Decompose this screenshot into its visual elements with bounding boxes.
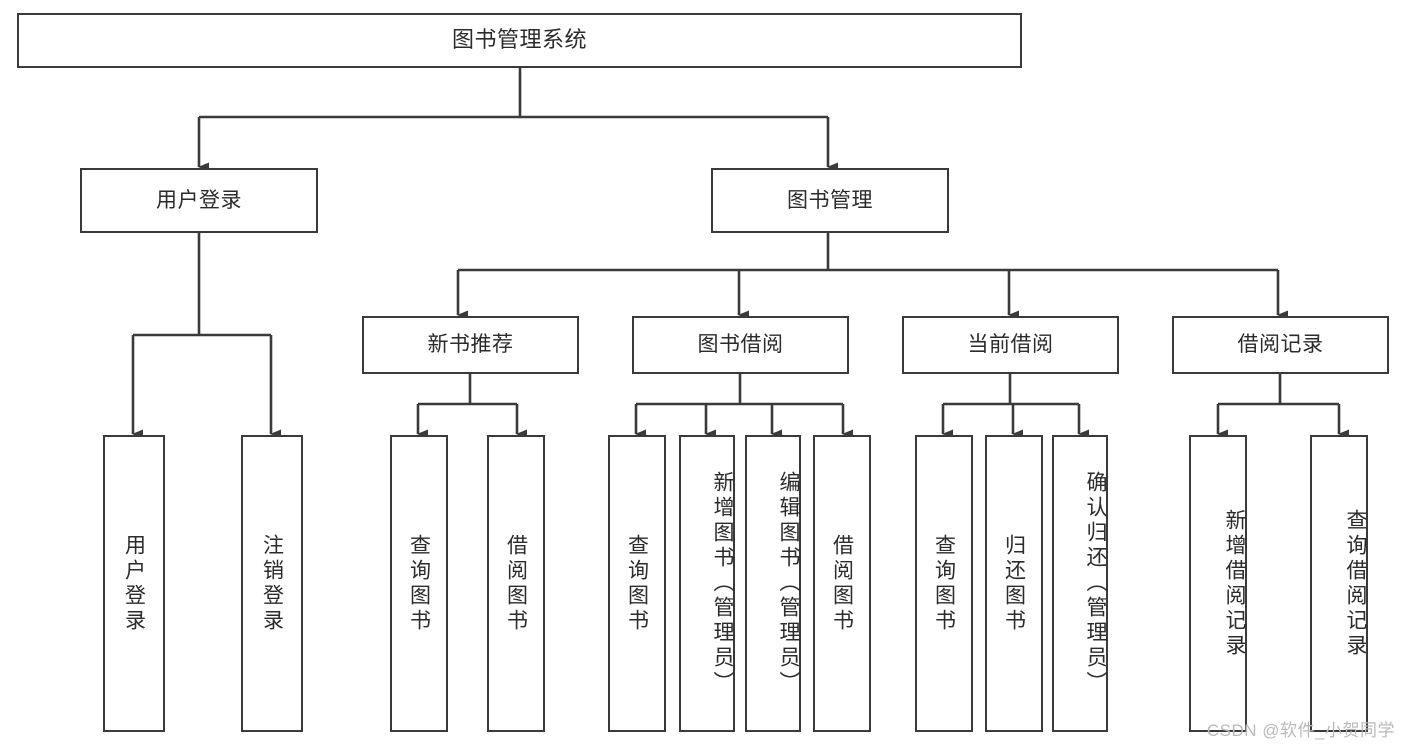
- node-leaf-确认归还管理员-10[interactable]: 确认归还（管理员）: [1052, 435, 1108, 732]
- node-level2-用户登录-0[interactable]: 用户登录: [80, 168, 318, 233]
- node-leaf-查询借阅记录-12[interactable]: 查询借阅记录: [1310, 435, 1368, 732]
- node-label: 归还图书: [1002, 533, 1026, 634]
- node-label: 查询借阅记录: [1344, 508, 1367, 659]
- node-label: 图书借阅: [697, 333, 784, 357]
- node-label: 编辑图书（管理员）: [777, 471, 800, 696]
- node-label: 图书管理: [787, 188, 873, 212]
- node-level3-新书推荐-0[interactable]: 新书推荐: [362, 316, 579, 374]
- node-label: 用户登录: [156, 188, 242, 212]
- node-label: 借阅记录: [1237, 333, 1324, 357]
- node-level2-图书管理-1[interactable]: 图书管理: [711, 168, 949, 233]
- node-label: 借阅图书: [504, 533, 528, 634]
- node-label: 图书管理系统: [451, 27, 587, 53]
- node-level3-当前借阅-2[interactable]: 当前借阅: [902, 316, 1119, 374]
- node-leaf-借阅图书-7[interactable]: 借阅图书: [813, 435, 871, 732]
- connector-edges: [131, 68, 1349, 439]
- node-label: 当前借阅: [967, 333, 1054, 357]
- node-leaf-新增图书管理员-5[interactable]: 新增图书（管理员）: [679, 435, 735, 732]
- node-leaf-新增借阅记录-11[interactable]: 新增借阅记录: [1189, 435, 1247, 732]
- csdn-watermark: CSDN @软件_小贺同学: [1206, 721, 1395, 740]
- node-label: 注销登录: [260, 533, 284, 634]
- node-level3-图书借阅-1[interactable]: 图书借阅: [632, 316, 849, 374]
- node-leaf-注销登录-1[interactable]: 注销登录: [241, 435, 303, 732]
- node-leaf-归还图书-9[interactable]: 归还图书: [985, 435, 1043, 732]
- node-label: 查询图书: [407, 533, 431, 634]
- node-level3-借阅记录-3[interactable]: 借阅记录: [1172, 316, 1389, 374]
- node-label: 借阅图书: [830, 533, 854, 634]
- node-leaf-编辑图书管理员-6[interactable]: 编辑图书（管理员）: [745, 435, 801, 732]
- node-label: 查询图书: [932, 533, 956, 634]
- node-leaf-查询图书-2[interactable]: 查询图书: [390, 435, 448, 732]
- node-label: 新书推荐: [427, 333, 514, 357]
- node-leaf-借阅图书-3[interactable]: 借阅图书: [487, 435, 545, 732]
- node-root-library-system[interactable]: 图书管理系统: [17, 13, 1022, 68]
- node-label: 查询图书: [625, 533, 649, 634]
- node-label: 新增图书（管理员）: [711, 471, 734, 696]
- node-leaf-查询图书-4[interactable]: 查询图书: [608, 435, 666, 732]
- node-leaf-查询图书-8[interactable]: 查询图书: [915, 435, 973, 732]
- node-label: 新增借阅记录: [1223, 508, 1246, 659]
- node-leaf-用户登录-0[interactable]: 用户登录: [103, 435, 165, 732]
- node-label: 用户登录: [122, 533, 146, 634]
- node-label: 确认归还（管理员）: [1084, 471, 1107, 696]
